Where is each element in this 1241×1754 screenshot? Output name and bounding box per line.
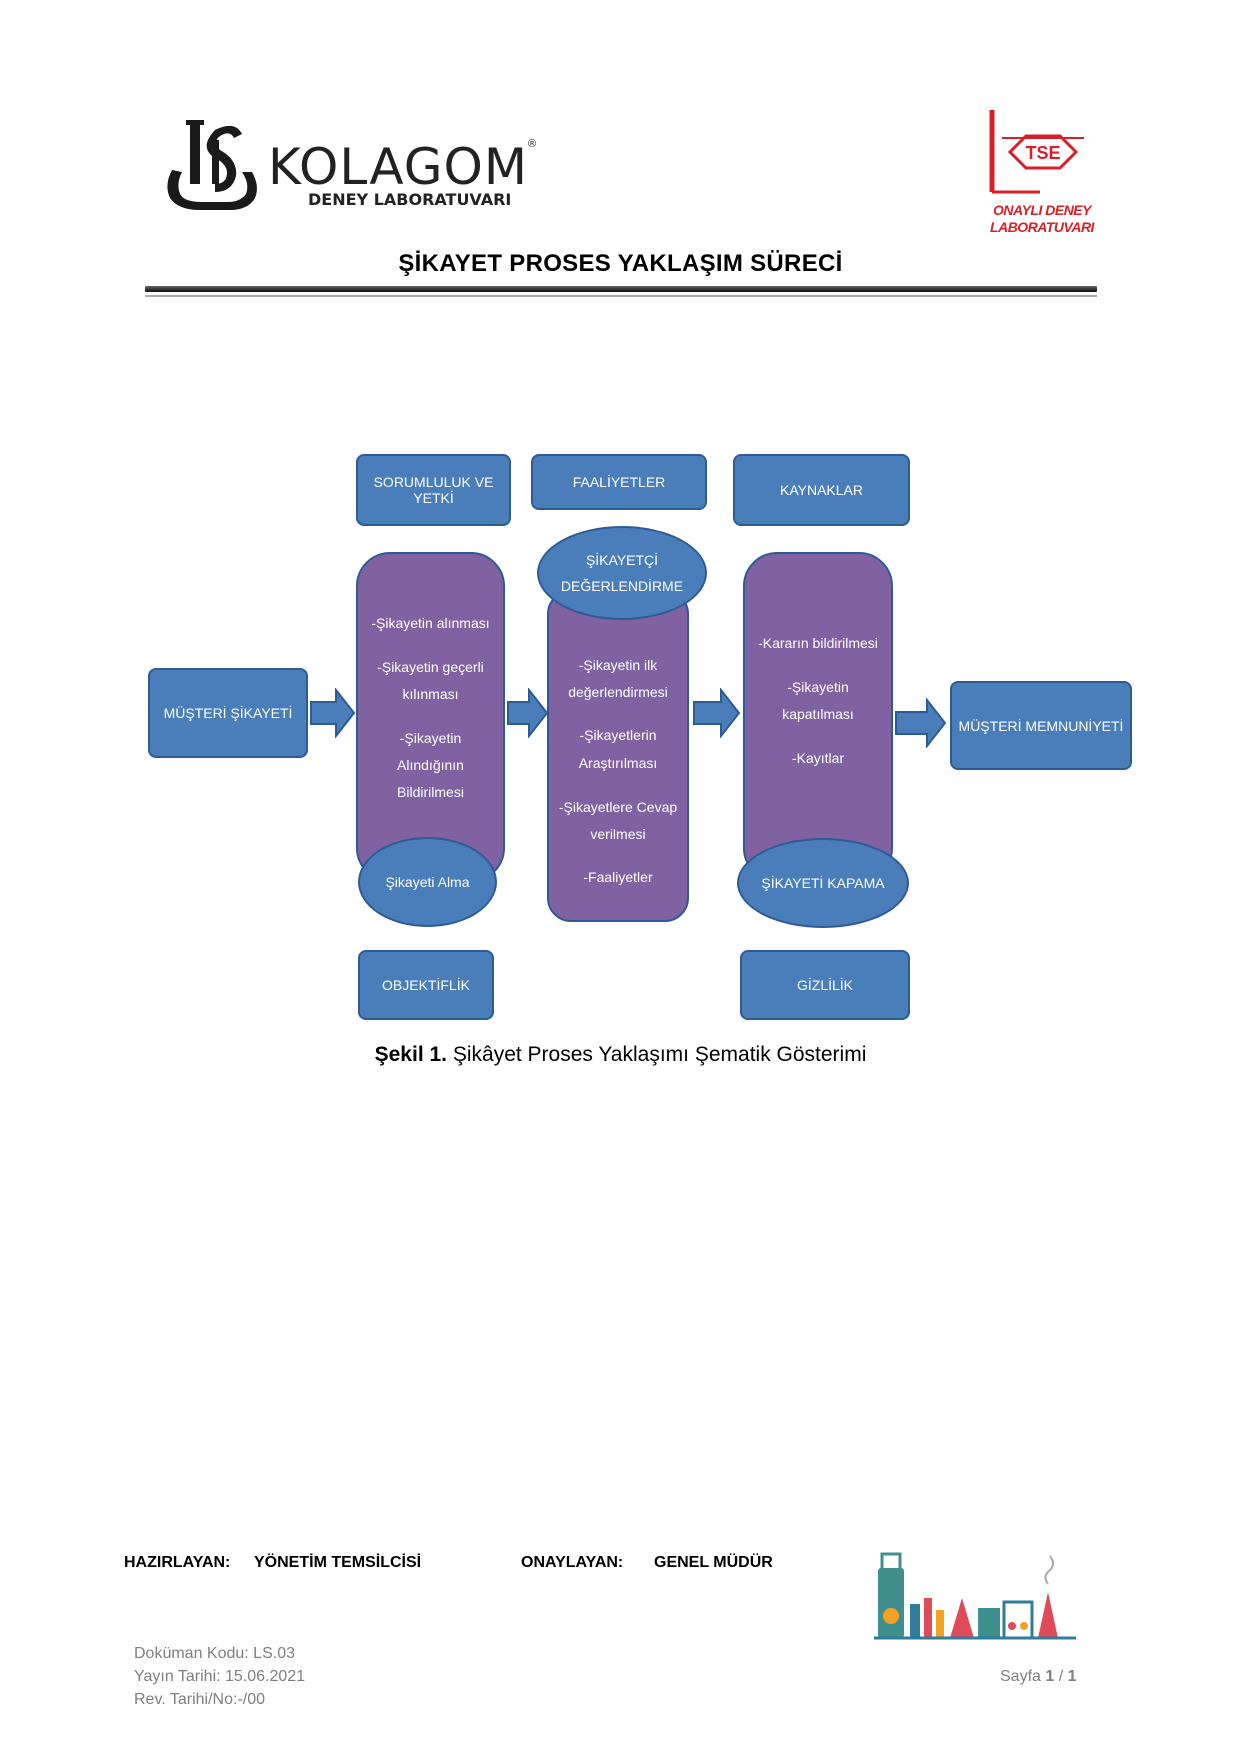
box-customer-complaint: MÜŞTERİ ŞİKAYETİ <box>148 668 308 758</box>
col2-line-3: -Şikayetlerin <box>579 727 657 743</box>
page-current: 1 <box>1045 1668 1055 1685</box>
kolagom-logo: KOLAGOM ® DENEY LABORATUVARI <box>160 110 550 220</box>
arrow-right-icon <box>895 698 947 748</box>
box-activities: FAALİYETLER <box>531 454 707 510</box>
title-rule-thin <box>145 295 1097 297</box>
col2-line-5: -Şikayetlere Cevap <box>558 799 678 815</box>
caption-text: Şikâyet Proses Yaklaşımı Şematik Gösteri… <box>447 1043 867 1066</box>
title-rule <box>145 286 1097 292</box>
col2-line-6: verilmesi <box>590 826 646 842</box>
col1-line-4: -Şikayetin <box>399 730 462 746</box>
brand-subtitle: DENEY LABORATUVARI <box>308 190 512 209</box>
prepared-by-label: HAZIRLAYAN: <box>124 1554 231 1571</box>
brand-name: KOLAGOM <box>268 138 528 196</box>
box-confidentiality: GİZLİLİK <box>740 950 910 1020</box>
col1-line-2: -Şikayetin geçerli <box>377 659 484 675</box>
box-responsibility: SORUMLULUK VE YETKİ <box>356 454 511 526</box>
arrow-right-icon <box>507 688 549 738</box>
doc-code: Doküman Kodu: LS.03 <box>134 1645 295 1662</box>
page-prefix: Sayfa <box>1000 1668 1046 1685</box>
registered-mark: ® <box>528 138 537 150</box>
col3-line-4: -Kayıtlar <box>791 750 845 766</box>
approved-by-value: GENEL MÜDÜR <box>654 1554 773 1571</box>
tse-logo: TSE ONAYLI DENEY LABORATUVARI <box>980 108 1100 238</box>
col2-line-7: -Faaliyetler <box>583 869 653 885</box>
col3-line-1: -Kararın bildirilmesi <box>758 635 878 651</box>
ellipse-evaluate-line-2: DEĞERLENDİRME <box>560 578 684 594</box>
lab-glassware-illustration <box>874 1552 1076 1640</box>
col3-line-3: kapatılması <box>782 706 854 722</box>
col2-line-2: değerlendirmesi <box>568 684 668 700</box>
document-title: ŞİKAYET PROSES YAKLAŞIM SÜRECİ <box>398 250 843 277</box>
col2-line-1: -Şikayetin ilk <box>578 657 658 673</box>
box-resources: KAYNAKLAR <box>733 454 910 526</box>
tse-subtitle-2: LABORATUVARI <box>990 219 1094 235</box>
box-customer-satisfaction: MÜŞTERİ MEMNUNİYETİ <box>950 681 1132 770</box>
ellipse-evaluate-line-1: ŞİKAYETÇİ <box>585 552 659 568</box>
column-receive <box>356 552 505 882</box>
figure-caption: Şekil 1. Şikâyet Proses Yaklaşımı Şemati… <box>0 1043 1241 1067</box>
column-close <box>743 552 893 882</box>
col1-line-5: Alındığının <box>397 757 464 773</box>
column-evaluate <box>547 590 689 922</box>
caption-label: Şekil 1. <box>374 1043 448 1066</box>
ellipse-receive: Şikayeti Alma <box>358 837 497 927</box>
col1-line-1: -Şikayetin alınması <box>371 615 490 631</box>
kolagom-flask-icon <box>167 120 257 210</box>
ellipse-evaluate: ŞİKAYETÇİ DEĞERLENDİRME <box>537 526 707 620</box>
tse-emblem-icon: TSE <box>989 110 1084 194</box>
page-number: Sayfa 1 / 1 <box>1000 1668 1077 1686</box>
publication-date: Yayın Tarihi: 15.06.2021 <box>134 1668 306 1685</box>
page-total: 1 <box>1067 1668 1077 1685</box>
col1-line-6: Bildirilmesi <box>397 784 464 800</box>
prepared-by-value: YÖNETİM TEMSİLCİSİ <box>254 1554 422 1571</box>
arrow-right-icon <box>693 688 741 738</box>
revision-info: Rev. Tarihi/No:-/00 <box>134 1691 266 1708</box>
col2-line-4: Araştırılması <box>578 755 658 771</box>
tse-mark-text: TSE <box>1025 143 1060 163</box>
tse-subtitle-1: ONAYLI DENEY <box>993 202 1091 218</box>
ellipse-close: ŞİKAYETİ KAPAMA <box>737 838 909 928</box>
box-objectivity: OBJEKTİFLİK <box>358 950 494 1020</box>
col1-line-3: kılınması <box>402 686 459 702</box>
page-separator: / <box>1054 1668 1068 1685</box>
arrow-right-icon <box>310 688 356 738</box>
approved-by-label: ONAYLAYAN: <box>521 1554 624 1571</box>
col3-line-2: -Şikayetin <box>787 679 849 695</box>
